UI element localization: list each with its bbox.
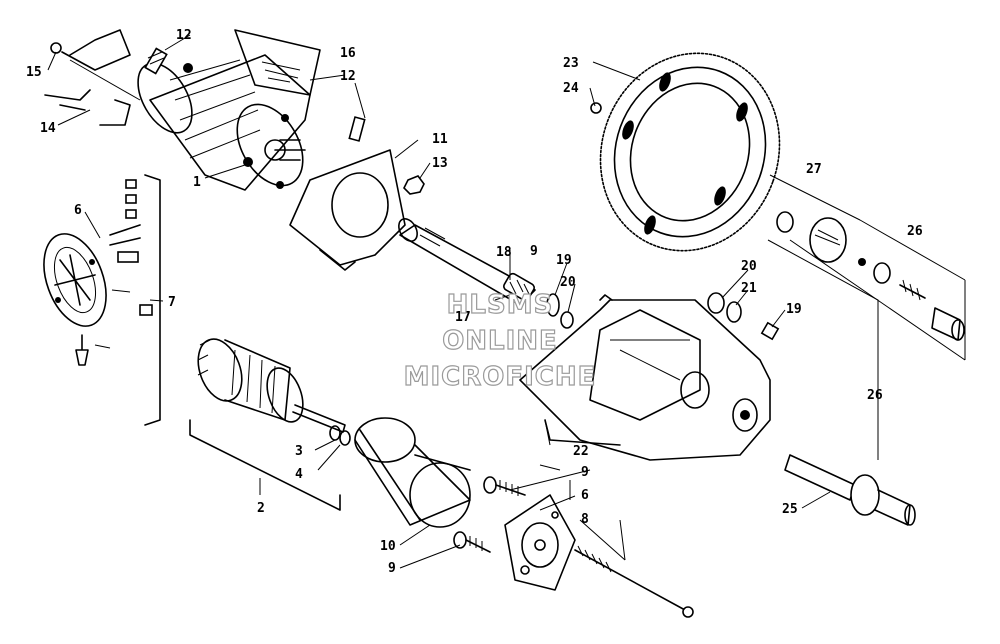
callout-11: 11 bbox=[432, 132, 448, 147]
through-bolt-part-lower bbox=[453, 531, 491, 553]
starter-housing-part bbox=[137, 54, 311, 191]
drive-shaft-assembly-part bbox=[784, 454, 916, 526]
callout-1: 1 bbox=[193, 175, 201, 190]
callout-7: 7 bbox=[168, 295, 176, 310]
callout-16: 16 bbox=[340, 46, 356, 61]
callout-15: 15 bbox=[26, 65, 42, 80]
callout-9-upper: 9 bbox=[581, 465, 589, 480]
ring-gear-part bbox=[590, 52, 781, 252]
watermark-line-3: MICROFICHE bbox=[404, 362, 597, 392]
nut-part bbox=[403, 175, 425, 195]
callout-20-right: 20 bbox=[741, 259, 757, 274]
watermark-line-1: HLSMS bbox=[447, 290, 554, 320]
callout-24: 24 bbox=[563, 81, 579, 96]
callout-27: 27 bbox=[806, 162, 822, 177]
bushing-part bbox=[503, 272, 535, 302]
callout-2: 2 bbox=[257, 501, 265, 516]
callout-9-mid: 9 bbox=[530, 244, 538, 259]
washer-part-right bbox=[707, 292, 780, 341]
callout-labels: 1 2 3 4 6 6 7 8 9 9 9 10 11 12 12 13 14 … bbox=[26, 28, 923, 576]
callout-20-left: 20 bbox=[560, 275, 576, 290]
callout-25: 25 bbox=[782, 502, 798, 517]
callout-26-lower: 26 bbox=[867, 388, 883, 403]
decal-part bbox=[234, 29, 321, 96]
pinion-gear-part bbox=[776, 211, 965, 341]
callout-23: 23 bbox=[563, 56, 579, 71]
callout-4: 4 bbox=[295, 467, 303, 482]
watermark: HLSMS ONLINE MICROFICHE bbox=[403, 289, 597, 392]
callout-12-lower: 12 bbox=[340, 69, 356, 84]
callout-10: 10 bbox=[380, 539, 396, 554]
field-frame-part bbox=[354, 417, 471, 528]
mount-clip-part bbox=[44, 29, 141, 126]
callout-18: 18 bbox=[496, 245, 512, 260]
washer-part-left bbox=[546, 293, 574, 329]
callout-13: 13 bbox=[432, 156, 448, 171]
through-bolt-part-upper bbox=[483, 476, 526, 496]
drive-housing-part bbox=[519, 294, 771, 461]
callout-21: 21 bbox=[741, 281, 757, 296]
group-bracket-lines bbox=[539, 174, 966, 561]
long-bolt-part bbox=[574, 545, 694, 618]
callout-14: 14 bbox=[40, 121, 56, 136]
armature-part bbox=[189, 338, 351, 511]
mounting-bracket-part bbox=[289, 149, 406, 271]
callout-17: 17 bbox=[455, 310, 471, 325]
watermark-line-2: ONLINE bbox=[442, 326, 558, 356]
bolt-part-upper bbox=[144, 47, 168, 75]
callout-8: 8 bbox=[581, 512, 589, 527]
callout-6-brush: 6 bbox=[74, 203, 82, 218]
end-cap-part bbox=[504, 494, 576, 591]
callout-6-endcap: 6 bbox=[581, 488, 589, 503]
leader-lines bbox=[47, 34, 831, 569]
callout-3: 3 bbox=[295, 444, 303, 459]
callout-9-lower: 9 bbox=[388, 561, 396, 576]
callout-26-upper: 26 bbox=[907, 224, 923, 239]
callout-12-upper: 12 bbox=[176, 28, 192, 43]
brush-plate-part bbox=[43, 174, 161, 426]
drive-shaft-part bbox=[398, 218, 536, 306]
callout-19-left: 19 bbox=[556, 253, 572, 268]
callout-19-right: 19 bbox=[786, 302, 802, 317]
bolt-part-lower bbox=[348, 116, 366, 142]
callout-22: 22 bbox=[573, 444, 589, 459]
